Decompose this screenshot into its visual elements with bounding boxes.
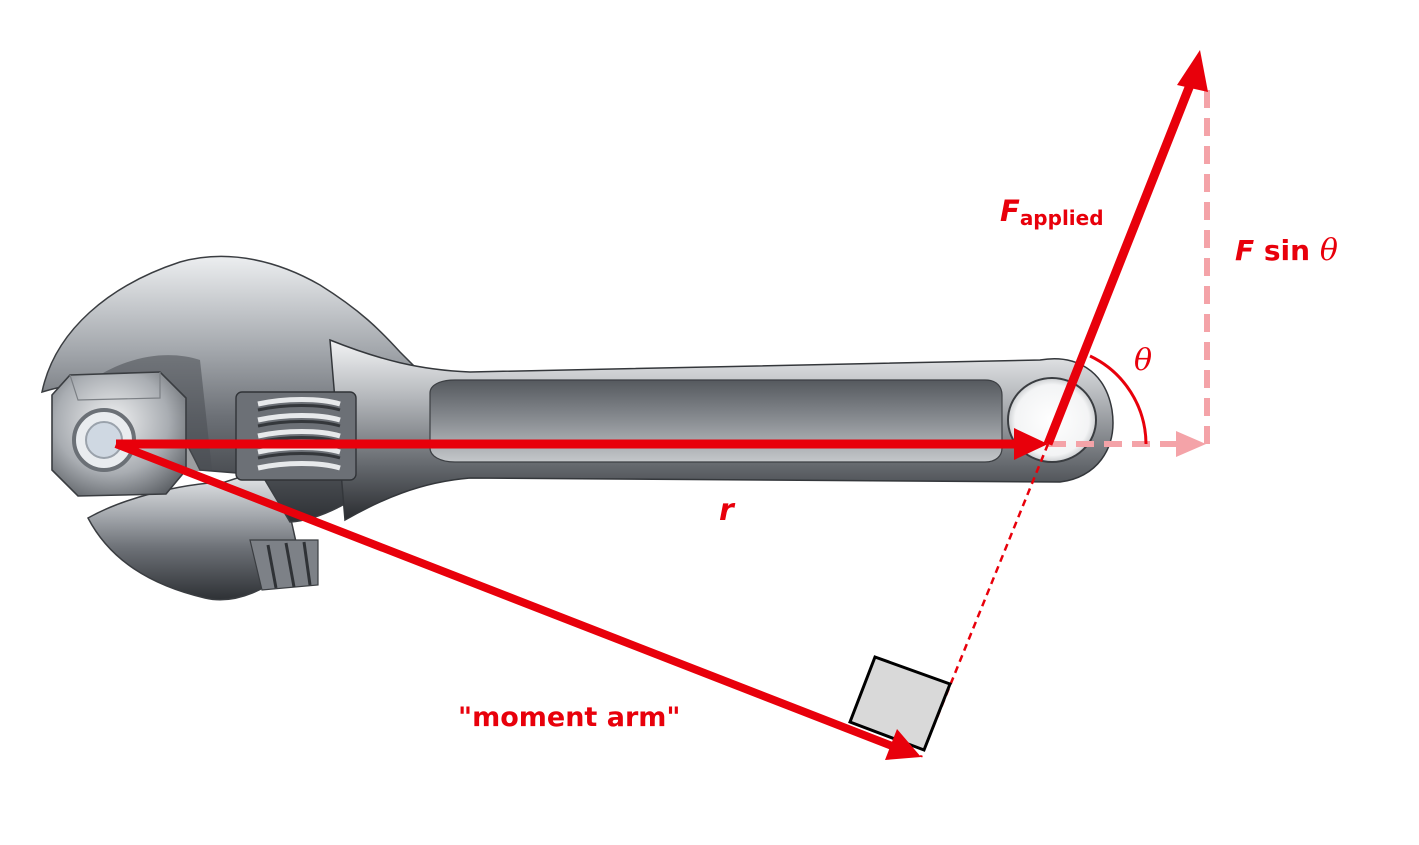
f-applied-arrowhead <box>1177 50 1208 92</box>
f-sin-theta-label: F sin θ <box>1235 233 1338 268</box>
wrench-handle-groove <box>429 379 1003 463</box>
moment-arm-arrowhead <box>885 729 921 760</box>
wrench-illustration <box>41 255 1114 601</box>
f-applied-label: Fapplied <box>1000 194 1104 230</box>
right-angle-marker <box>848 655 952 752</box>
wrench-adjust-screw <box>249 539 319 591</box>
hex-nut <box>51 371 187 497</box>
moment-arm-vector-line <box>114 440 894 750</box>
r-vector-arrowhead <box>1014 428 1048 460</box>
r-label: r <box>719 493 736 528</box>
moment-arm-label: "moment arm" <box>458 702 680 733</box>
r-extension-arrowhead <box>1176 431 1206 457</box>
theta-label: θ <box>1134 343 1152 378</box>
theta-angle-arc <box>1089 354 1148 445</box>
vector-overlay <box>114 50 1210 760</box>
wrench-worm-gear <box>235 391 357 481</box>
f-applied-vector-line <box>1043 78 1197 446</box>
